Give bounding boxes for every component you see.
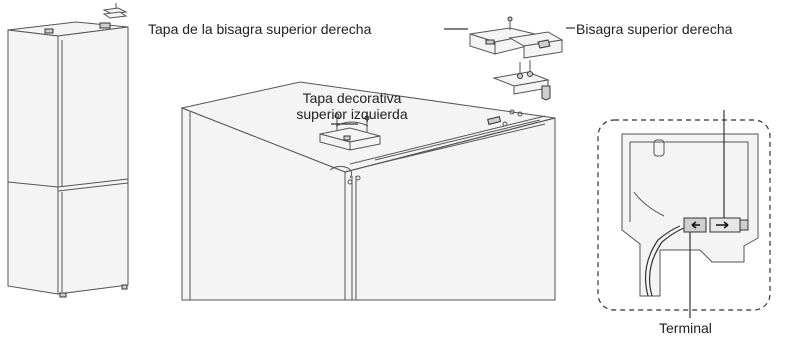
label-decorative-cover-line2: superior izquierda (296, 106, 408, 122)
hinge-cover-icon (469, 16, 536, 55)
fridge-top-icon (180, 81, 556, 301)
label-decorative-cover-line1: Tapa decorativa (302, 90, 402, 106)
label-terminal: Terminal (659, 320, 712, 336)
label-top-right-hinge: Bisagra superior derecha (576, 21, 733, 37)
label-top-right-hinge-cover: Tapa de la bisagra superior derecha (148, 21, 372, 37)
fridge-icon (7, 3, 129, 298)
hinge-icon (492, 31, 564, 101)
decorative-cover-icon (319, 113, 381, 151)
connector-detail-icon (597, 110, 771, 318)
